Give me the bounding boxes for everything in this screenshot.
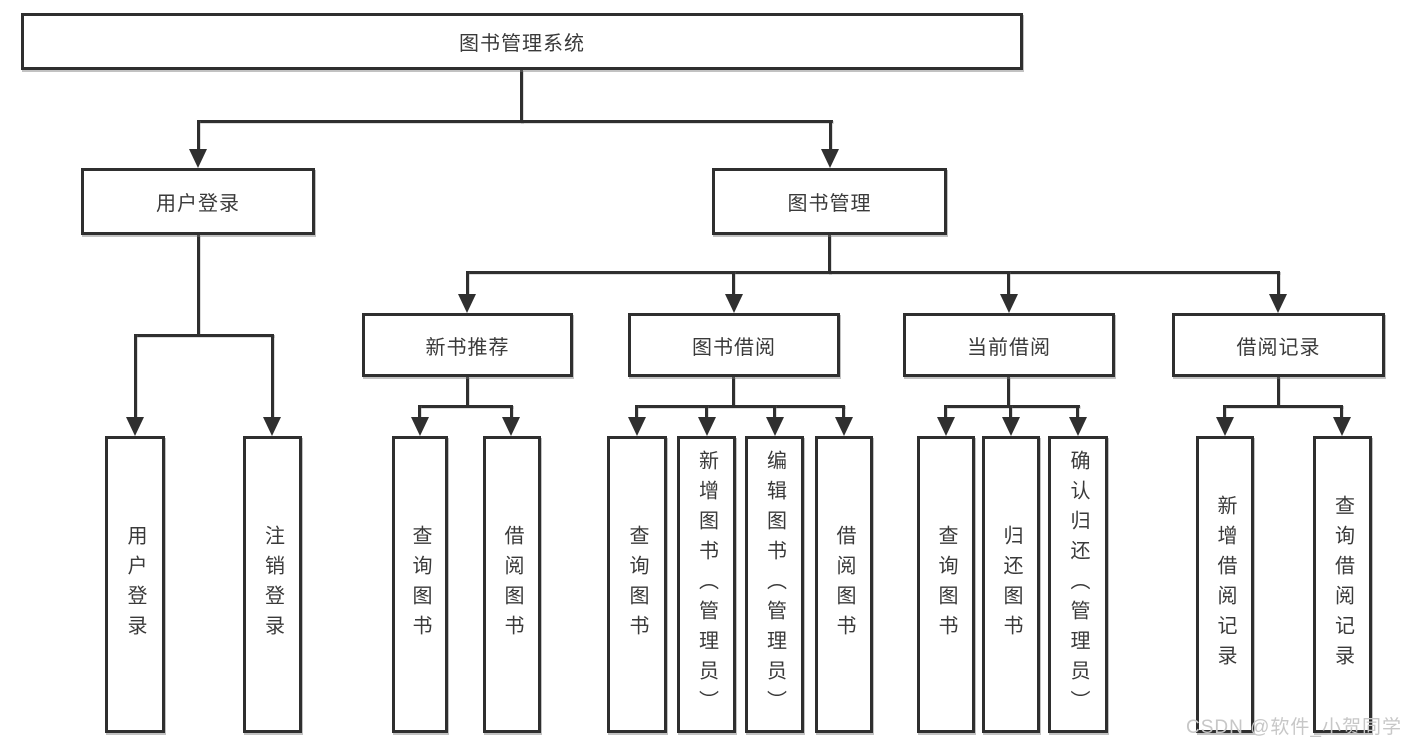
connector-newbook-stem [466, 377, 469, 407]
leaf-query-books-borrow: 查询图书 [607, 436, 667, 733]
arrow-down-icon [1000, 294, 1018, 313]
connector-drop [134, 334, 137, 419]
leaf-borrow-books-recommend: 借阅图书 [483, 436, 541, 733]
arrow-down-icon [1216, 417, 1234, 436]
leaf-edit-books-admin: 编辑图书（管理员） [745, 436, 804, 733]
leaf-add-borrow-record: 新增借阅记录 [1196, 436, 1254, 733]
arrow-down-icon [698, 417, 716, 436]
connector-drop [1009, 405, 1012, 419]
connector-drop [635, 405, 638, 419]
arrow-down-icon [189, 149, 207, 168]
arrow-down-icon [126, 417, 144, 436]
connector-l2-horizontal [466, 271, 1280, 274]
arrow-down-icon [766, 417, 784, 436]
node-borrowing-records: 借阅记录 [1172, 313, 1385, 377]
arrow-down-icon [263, 417, 281, 436]
leaf-query-books-recommend: 查询图书 [392, 436, 448, 733]
csdn-watermark: CSDN @软件_小贺同学 [1186, 717, 1402, 738]
leaf-add-books-admin: 新增图书（管理员） [677, 436, 736, 733]
connector-drop [705, 405, 708, 419]
connector-records-horizontal [1223, 405, 1343, 408]
connector-current-horizontal [944, 405, 1080, 408]
arrow-down-icon [1333, 417, 1351, 436]
arrow-down-icon [937, 417, 955, 436]
connector-drop [1277, 271, 1280, 296]
arrow-down-icon [1002, 417, 1020, 436]
connector-drop [773, 405, 776, 419]
arrow-down-icon [411, 417, 429, 436]
node-book-borrowing: 图书借阅 [628, 313, 840, 377]
connector-drop [1007, 271, 1010, 296]
node-book-management-group: 图书管理 [712, 168, 947, 235]
arrow-down-icon [502, 417, 520, 436]
connector-l1-drop-right [829, 120, 832, 151]
connector-current-stem [1007, 377, 1010, 407]
arrow-down-icon [821, 149, 839, 168]
connector-newbook-horizontal [418, 405, 513, 408]
connector-records-stem [1277, 377, 1280, 407]
leaf-user-login: 用户登录 [105, 436, 165, 733]
arrow-down-icon [1069, 417, 1087, 436]
node-new-book-recommendation: 新书推荐 [362, 313, 573, 377]
node-user-login-group: 用户登录 [81, 168, 315, 235]
arrow-down-icon [1269, 294, 1287, 313]
connector-borrow-horizontal [635, 405, 845, 408]
leaf-return-books: 归还图书 [982, 436, 1040, 733]
leaf-query-borrow-record: 查询借阅记录 [1313, 436, 1372, 733]
connector-drop [418, 405, 421, 419]
leaf-logout: 注销登录 [243, 436, 302, 733]
node-current-borrowing: 当前借阅 [903, 313, 1115, 377]
connector-l1-horizontal [197, 120, 833, 123]
connector-drop [1076, 405, 1079, 419]
arrow-down-icon [835, 417, 853, 436]
leaf-query-books-current: 查询图书 [917, 436, 975, 733]
connector-drop [944, 405, 947, 419]
connector-userlogin-stem [197, 235, 200, 336]
arrow-down-icon [458, 294, 476, 313]
node-root-book-management-system: 图书管理系统 [21, 13, 1023, 70]
arrow-down-icon [628, 417, 646, 436]
connector-l1-drop-left [197, 120, 200, 151]
connector-drop [466, 271, 469, 296]
connector-drop [842, 405, 845, 419]
connector-drop [732, 271, 735, 296]
connector-root-stem [520, 70, 523, 123]
connector-drop [271, 334, 274, 419]
connector-bookmgmt-stem [828, 235, 831, 274]
connector-drop [1340, 405, 1343, 419]
leaf-confirm-return-admin: 确认归还（管理员） [1048, 436, 1108, 733]
arrow-down-icon [725, 294, 743, 313]
connector-userlogin-horizontal [134, 334, 274, 337]
connector-drop [1223, 405, 1226, 419]
connector-borrow-stem [732, 377, 735, 407]
leaf-borrow-books: 借阅图书 [815, 436, 873, 733]
connector-drop [510, 405, 513, 419]
